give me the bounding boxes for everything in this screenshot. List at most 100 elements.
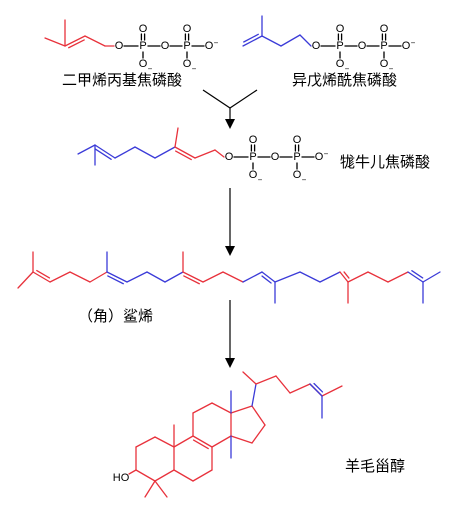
label-squalene: （角）鲨烯 (78, 307, 153, 325)
hydroxyl-label: HO (113, 472, 130, 484)
oxygen-label: O (380, 23, 389, 35)
bond (242, 35, 263, 47)
oxygen-label: O (358, 40, 367, 52)
charge-label: − (192, 65, 197, 74)
double-bond (183, 275, 200, 285)
charge-label: − (258, 176, 263, 185)
bond (173, 435, 194, 448)
oxygen-label: O (315, 151, 324, 163)
oxygen-label: O (402, 40, 411, 52)
charge-label: − (214, 39, 219, 48)
bond (84, 35, 106, 47)
bond (289, 383, 311, 394)
bond (146, 271, 166, 283)
bond (255, 375, 277, 385)
oxygen-label: O (380, 58, 389, 70)
bond (192, 435, 213, 448)
bond (128, 469, 137, 475)
oxygen-label: O (225, 151, 234, 163)
bond (192, 469, 213, 482)
phosphorus-label: P (336, 40, 343, 52)
oxygen-label: O (183, 58, 192, 70)
bond (192, 402, 213, 414)
charge-label: − (389, 65, 394, 74)
oxygen-label: O (161, 40, 170, 52)
double-bond (343, 271, 350, 279)
double-bond (107, 275, 124, 285)
bond (126, 271, 148, 283)
oxygen-label: O (293, 134, 302, 146)
label-ipp: 异戊烯酰焦磷酸 (292, 71, 397, 89)
oxygen-label: O (139, 58, 148, 70)
bond (32, 271, 51, 283)
bond (407, 271, 424, 283)
double-bond (261, 275, 272, 284)
oxygen-label: O (139, 23, 148, 35)
bond (77, 144, 96, 155)
bond (106, 271, 128, 283)
label-dmapp: 二甲烯丙基焦磷酸 (62, 71, 182, 89)
bond (274, 271, 301, 283)
bond (182, 271, 204, 283)
bond-layer (17, 15, 441, 498)
bond (387, 271, 409, 283)
label-lanosterol: 羊毛甾醇 (345, 457, 405, 475)
bond (230, 435, 253, 444)
oxygen-label: O (183, 23, 192, 35)
bond (173, 469, 194, 482)
bond (211, 435, 232, 448)
oxygen-label: O (336, 23, 345, 35)
oxygen-label: O (205, 40, 214, 52)
oxygen-label: O (271, 151, 280, 163)
bond (202, 271, 224, 283)
bond (94, 144, 116, 159)
bond (89, 271, 108, 283)
bond (319, 271, 341, 283)
double-bond (243, 33, 259, 43)
bond (222, 271, 244, 283)
bond (194, 149, 216, 159)
bond (49, 271, 71, 283)
charge-label: − (302, 176, 307, 185)
charge-label: − (148, 65, 153, 74)
double-bond (68, 39, 85, 49)
bond (114, 146, 136, 159)
double-bond (411, 270, 424, 279)
bond (174, 127, 179, 148)
bond (422, 271, 441, 283)
bond (261, 271, 276, 283)
phosphorus-label: P (139, 40, 146, 52)
bond (280, 34, 301, 47)
bond (321, 385, 343, 397)
bond (251, 383, 257, 407)
bond (230, 405, 253, 414)
oxygen-label: O (249, 169, 258, 181)
bond (211, 402, 232, 414)
double-bond (174, 150, 192, 161)
bond (251, 405, 266, 426)
bond (214, 149, 225, 158)
oxygen-label: O (293, 169, 302, 181)
bond (135, 469, 156, 482)
bond (261, 35, 282, 47)
double-bond (192, 439, 209, 450)
bond (135, 436, 156, 448)
bond (242, 371, 257, 385)
charge-label: − (345, 65, 350, 74)
bond (251, 424, 266, 444)
phosphorus-label: P (183, 40, 190, 52)
bond (69, 271, 91, 283)
bond (275, 375, 291, 394)
bond (339, 271, 349, 283)
bond (134, 146, 156, 159)
bond (347, 271, 369, 283)
double-bond (313, 382, 324, 393)
oxygen-label: O (336, 58, 345, 70)
phosphorus-label: P (249, 151, 256, 163)
bond (154, 146, 176, 159)
charge-label: − (324, 150, 329, 159)
label-gpp: 牻牛儿焦磷酸 (340, 153, 430, 171)
phosphorus-label: P (293, 151, 300, 163)
bond (367, 271, 389, 283)
